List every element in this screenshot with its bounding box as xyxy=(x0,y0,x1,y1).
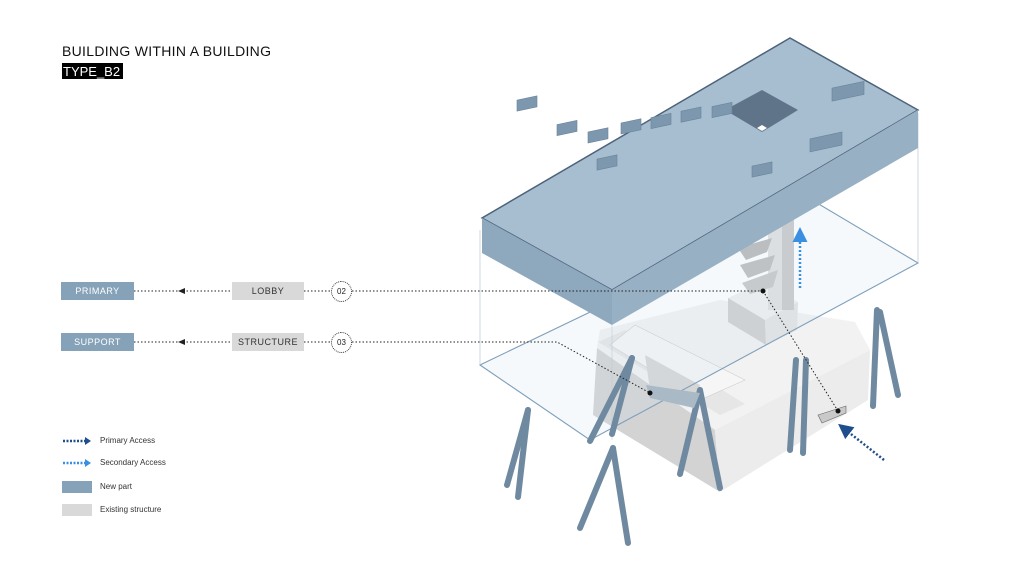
legend-label: Existing structure xyxy=(100,505,162,514)
legend-label: Primary Access xyxy=(100,436,156,445)
tag-support: SUPPORT xyxy=(61,333,134,351)
primary-access-arrow xyxy=(838,423,885,461)
tag-structure: STRUCTURE xyxy=(232,333,304,351)
primary-access-arrow-icon xyxy=(63,437,91,445)
new-part-swatch-icon xyxy=(62,481,92,493)
new-part-roof-slab xyxy=(480,37,920,325)
leader-arrowheads xyxy=(178,288,185,345)
existing-structure-swatch-icon xyxy=(62,504,92,516)
secondary-access-arrow-icon xyxy=(63,459,91,467)
callout-number-02: 02 xyxy=(331,281,352,302)
new-part-columns xyxy=(504,307,901,546)
legend-label: Secondary Access xyxy=(100,458,166,467)
legend-label: New part xyxy=(100,482,133,491)
leader-points xyxy=(647,288,841,414)
tag-lobby: LOBBY xyxy=(232,282,304,300)
callout-number-03: 03 xyxy=(331,332,352,353)
diagram-title: BUILDING WITHIN A BUILDING xyxy=(62,43,272,59)
diagram-subtitle: TYPE_B2 xyxy=(62,63,124,79)
tag-primary-access: PRIMARY ACCESS xyxy=(61,282,134,314)
